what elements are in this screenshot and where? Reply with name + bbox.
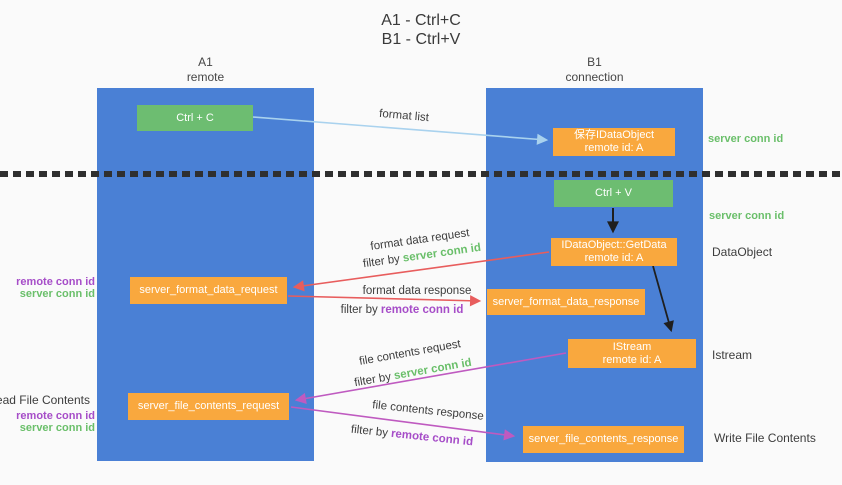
node-idataobject-getdata: IDataObject::GetData remote id: A (551, 238, 677, 266)
node-ctrl-v: Ctrl + V (554, 180, 673, 207)
annot-write-file-contents: Write File Contents (714, 431, 816, 445)
annot-istream: Istream (712, 348, 753, 362)
annot-server-conn-id-2: server conn id (19, 421, 95, 434)
annot-left-conn-group-1: remote conn id server conn id (16, 276, 95, 300)
lane-b1-name: B1 (587, 55, 602, 69)
node-server-file-contents-request: server_file_contents_request (128, 393, 289, 420)
server-conn-id-text: server conn id (393, 356, 473, 383)
filter-by-text: filter by (353, 370, 396, 390)
node-file-response-label: server_file_contents_response (528, 433, 679, 445)
label-filter-remote-conn-1: filter by remote conn id (341, 304, 464, 316)
filter-by-text: filter by (362, 252, 404, 271)
node-save-idataobject-line2: remote id: A (584, 142, 644, 154)
label-file-contents-response: file contents response (372, 399, 485, 423)
label-filter-remote-conn-2: filter by remote conn id (350, 424, 473, 449)
annot-server-conn-id-1: server conn id (19, 287, 95, 300)
label-format-list: format list (379, 108, 430, 124)
annot-server-conn-id-mid: server conn id (709, 210, 785, 222)
filter-by-text: filter by (340, 304, 381, 316)
annot-left-conn-group-2: remote conn id server conn id (16, 410, 95, 434)
annot-server-conn-id-top: server conn id (708, 133, 784, 145)
node-istream-line1: IStream (612, 340, 652, 353)
annot-dataobject: DataObject (712, 245, 773, 259)
title-line-1: A1 - Ctrl+C (381, 12, 461, 29)
node-save-idataobject: 保存IDataObject remote id: A (553, 128, 675, 156)
lane-header-b1: B1 connection (486, 55, 703, 85)
session-divider (0, 171, 842, 177)
node-save-idataobject-line1: 保存IDataObject (573, 129, 655, 141)
annot-remote-conn-id-2: remote conn id (16, 410, 95, 422)
lane-a1-role: remote (186, 70, 225, 84)
node-getdata-line1: IDataObject::GetData (561, 239, 667, 251)
lane-header-a1: A1 remote (97, 55, 314, 85)
label-format-list-text: format list (378, 107, 430, 125)
label-file-contents-response-text: file contents response (371, 399, 485, 423)
title-line-2: B1 - Ctrl+V (381, 31, 461, 48)
node-server-file-contents-response: server_file_contents_response (523, 426, 684, 453)
node-format-response-label: server_format_data_response (492, 295, 640, 308)
annot-remote-conn-id-1: remote conn id (16, 276, 95, 288)
filter-by-text: filter by (350, 423, 392, 440)
lane-a1-name: A1 (198, 55, 213, 69)
remote-conn-id-text: remote conn id (390, 427, 474, 449)
label-format-data-response: format data response (363, 285, 472, 297)
diagram-title: A1 - Ctrl+C B1 - Ctrl+V (0, 11, 842, 49)
remote-conn-id-text: remote conn id (380, 304, 464, 316)
node-istream-line2: remote id: A (602, 353, 662, 366)
node-istream: IStream remote id: A (568, 339, 696, 368)
node-file-request-label: server_file_contents_request (137, 400, 280, 412)
node-ctrl-c-label: Ctrl + C (176, 111, 214, 124)
label-format-data-response-text: format data response (362, 285, 472, 297)
node-ctrl-c: Ctrl + C (137, 105, 253, 131)
node-getdata-line2: remote id: A (584, 252, 644, 264)
lane-b1-role: connection (565, 70, 624, 84)
node-format-request-label: server_format_data_request (139, 284, 278, 296)
node-server-format-data-response: server_format_data_response (487, 289, 645, 315)
node-server-format-data-request: server_format_data_request (130, 277, 287, 304)
node-ctrl-v-label: Ctrl + V (595, 187, 632, 199)
annot-read-file-contents: Read File Contents (0, 393, 90, 407)
